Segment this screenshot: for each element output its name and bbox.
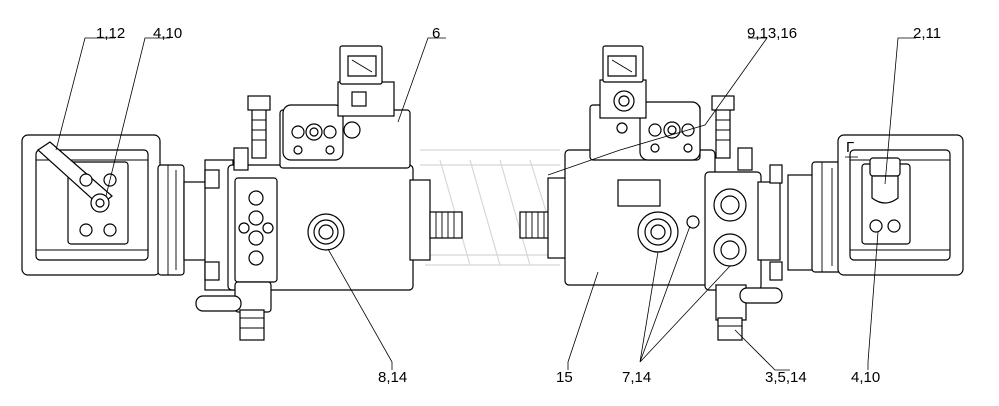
left-regulator <box>233 45 411 171</box>
leader-15 <box>567 271 599 370</box>
left-output-shaft <box>429 211 463 239</box>
left-pump-lever <box>37 141 113 207</box>
leader-lines <box>55 37 916 371</box>
leader-6 <box>397 37 446 123</box>
callout-15: 15 <box>556 369 573 386</box>
callout-6: 6 <box>432 25 440 42</box>
leader-7-14 <box>639 225 731 363</box>
callout-7-14: 7,14 <box>622 369 651 386</box>
callout-3-5-14: 3,5,14 <box>765 369 807 386</box>
callout-4-10-top: 4,10 <box>153 25 182 42</box>
right-gear-pump <box>787 134 964 276</box>
leader-1-12 <box>55 37 115 151</box>
left-gear-pump <box>21 134 215 276</box>
callout-9-13-16: 9,13,16 <box>747 25 797 42</box>
right-output-shaft <box>519 211 553 239</box>
left-main-pump <box>195 159 431 341</box>
callout-1-12: 1,12 <box>96 25 125 42</box>
leader-9-13-16 <box>547 37 768 176</box>
right-main-pump <box>547 149 783 341</box>
leader-4-10-top <box>105 37 170 197</box>
leader-2-11 <box>884 37 916 185</box>
background-ghost-lines <box>420 149 560 266</box>
view-mark: Г <box>846 139 854 156</box>
callout-labels: 1,12 4,10 6 9,13,16 2,11 8,14 15 7,14 3,… <box>96 25 941 386</box>
callout-4-10-bottom: 4,10 <box>851 369 880 386</box>
leader-4-10-bottom <box>867 231 879 370</box>
right-regulator <box>589 45 753 171</box>
callout-2-11: 2,11 <box>913 25 941 42</box>
leader-3-5-14 <box>734 329 790 371</box>
leader-8-14 <box>327 248 393 370</box>
callout-8-14: 8,14 <box>378 369 407 386</box>
